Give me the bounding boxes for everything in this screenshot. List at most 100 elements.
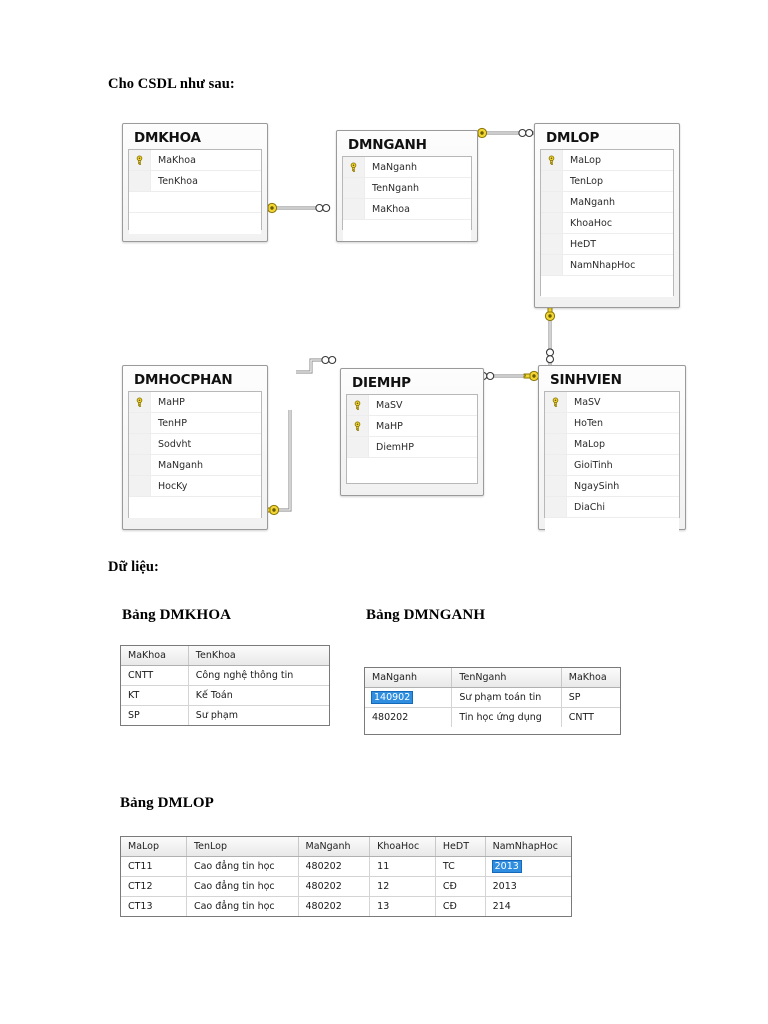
- field-row[interactable]: MaHP: [347, 416, 477, 437]
- table-cell[interactable]: Tin học ứng dụng: [451, 707, 562, 727]
- field-row[interactable]: NamNhapHoc: [541, 255, 673, 276]
- table-cell[interactable]: CĐ: [435, 876, 486, 897]
- column-header[interactable]: MaLop: [121, 837, 187, 857]
- table-cell[interactable]: 11: [369, 856, 436, 877]
- column-header[interactable]: TenNganh: [451, 668, 562, 688]
- field-name: DiemHP: [376, 441, 414, 453]
- table-cell[interactable]: 480202: [298, 876, 371, 897]
- column-header[interactable]: TenKhoa: [188, 646, 329, 666]
- field-row[interactable]: MaLop: [545, 434, 679, 455]
- table-cell[interactable]: 480202: [365, 707, 453, 727]
- field-row[interactable]: DiaChi: [545, 497, 679, 518]
- field-row[interactable]: DiemHP: [347, 437, 477, 458]
- table-cell[interactable]: CT11: [121, 856, 187, 877]
- table-cell[interactable]: SP: [561, 687, 620, 708]
- field-row-empty: [129, 497, 261, 518]
- column-header[interactable]: MaNganh: [298, 837, 371, 857]
- table-cell[interactable]: CNTT: [121, 665, 189, 686]
- field-gutter: [129, 476, 151, 496]
- field-row[interactable]: MaSV: [545, 392, 679, 413]
- column-header[interactable]: NamNhapHoc: [485, 837, 571, 857]
- table-cell[interactable]: TC: [435, 856, 486, 877]
- table-cell[interactable]: Sư phạm: [188, 705, 329, 725]
- entity-field-list: MaLop TenLop MaNganh KhoaHoc HeDT NamNha…: [540, 149, 674, 297]
- dmkhoa-table-caption: Bảng DMKHOA: [122, 607, 232, 623]
- selected-cell-value[interactable]: 2013: [491, 860, 522, 873]
- column-header[interactable]: MaKhoa: [121, 646, 189, 666]
- table-cell[interactable]: CNTT: [561, 707, 620, 727]
- field-row[interactable]: MaSV: [347, 395, 477, 416]
- table-cell[interactable]: 214: [485, 896, 571, 916]
- entity-dmkhoa[interactable]: DMKHOA MaKhoa TenKhoa: [122, 123, 268, 242]
- field-row[interactable]: MaNganh: [541, 192, 673, 213]
- table-cell[interactable]: CĐ: [435, 896, 486, 916]
- table-cell[interactable]: 2013: [485, 856, 571, 877]
- field-name: MaKhoa: [372, 203, 410, 215]
- table-cell[interactable]: CT13: [121, 896, 187, 916]
- primary-key-icon: [129, 150, 151, 170]
- entity-sinhvien[interactable]: SINHVIEN MaSV HoTen MaLop GioiTinh: [538, 365, 686, 539]
- table-cell[interactable]: Cao đẳng tin học: [186, 896, 299, 916]
- table-cell[interactable]: 480202: [298, 896, 371, 916]
- field-name: MaKhoa: [158, 154, 196, 166]
- field-row[interactable]: MaLop: [541, 150, 673, 171]
- field-row[interactable]: MaHP: [129, 392, 261, 413]
- entity-dmnganh[interactable]: DMNGANH MaNganh TenNganh MaKhoa: [336, 130, 478, 242]
- field-row[interactable]: TenKhoa: [129, 171, 261, 192]
- field-row[interactable]: HoTen: [545, 413, 679, 434]
- table-cell[interactable]: SP: [121, 705, 189, 725]
- field-gutter: [129, 213, 151, 234]
- column-header[interactable]: MaKhoa: [561, 668, 620, 688]
- column-header[interactable]: KhoaHoc: [369, 837, 436, 857]
- table-cell[interactable]: KT: [121, 685, 189, 706]
- entity-field-list: MaNganh TenNganh MaKhoa: [342, 156, 472, 241]
- entity-diemhp[interactable]: DIEMHP MaSV MaHP DiemHP: [340, 368, 484, 496]
- column-header[interactable]: TenLop: [186, 837, 299, 857]
- field-row[interactable]: Sodvht: [129, 434, 261, 455]
- field-row[interactable]: GioiTinh: [545, 455, 679, 476]
- field-gutter: [545, 476, 567, 496]
- field-row[interactable]: MaKhoa: [343, 199, 471, 220]
- field-row[interactable]: HeDT: [541, 234, 673, 255]
- table-cell[interactable]: Kế Toán: [188, 685, 329, 706]
- field-name: HeDT: [570, 238, 597, 250]
- table-cell[interactable]: CT12: [121, 876, 187, 897]
- table-cell[interactable]: 12: [369, 876, 436, 897]
- entity-dmlop[interactable]: DMLOP MaLop TenLop MaNganh KhoaHoc: [534, 123, 680, 308]
- table-cell[interactable]: Công nghệ thông tin: [188, 665, 329, 686]
- column-header[interactable]: MaNganh: [365, 668, 453, 688]
- field-row[interactable]: TenLop: [541, 171, 673, 192]
- field-row[interactable]: KhoaHoc: [541, 213, 673, 234]
- field-row[interactable]: HocKy: [129, 476, 261, 497]
- table-cell[interactable]: Cao đẳng tin học: [186, 876, 299, 897]
- table-cell[interactable]: 13: [369, 896, 436, 916]
- table-cell[interactable]: 480202: [298, 856, 371, 877]
- field-row[interactable]: MaNganh: [343, 157, 471, 178]
- table-cell[interactable]: Sư phạm toán tin: [451, 687, 562, 708]
- field-row[interactable]: MaNganh: [129, 455, 261, 476]
- table-cell[interactable]: 140902: [365, 687, 453, 708]
- table-cell[interactable]: Cao đẳng tin học: [186, 856, 299, 877]
- field-row[interactable]: NgaySinh: [545, 476, 679, 497]
- column-header[interactable]: HeDT: [435, 837, 486, 857]
- field-row[interactable]: TenNganh: [343, 178, 471, 199]
- field-row[interactable]: MaKhoa: [129, 150, 261, 171]
- entity-dmhocphan[interactable]: DMHOCPHAN MaHP TenHP Sodvht MaNganh: [122, 365, 268, 530]
- table-cell[interactable]: 2013: [485, 876, 571, 897]
- field-row[interactable]: TenHP: [129, 413, 261, 434]
- selected-cell-value[interactable]: 140902: [370, 691, 414, 704]
- primary-key-icon: [129, 392, 151, 412]
- field-name: HocKy: [158, 480, 188, 492]
